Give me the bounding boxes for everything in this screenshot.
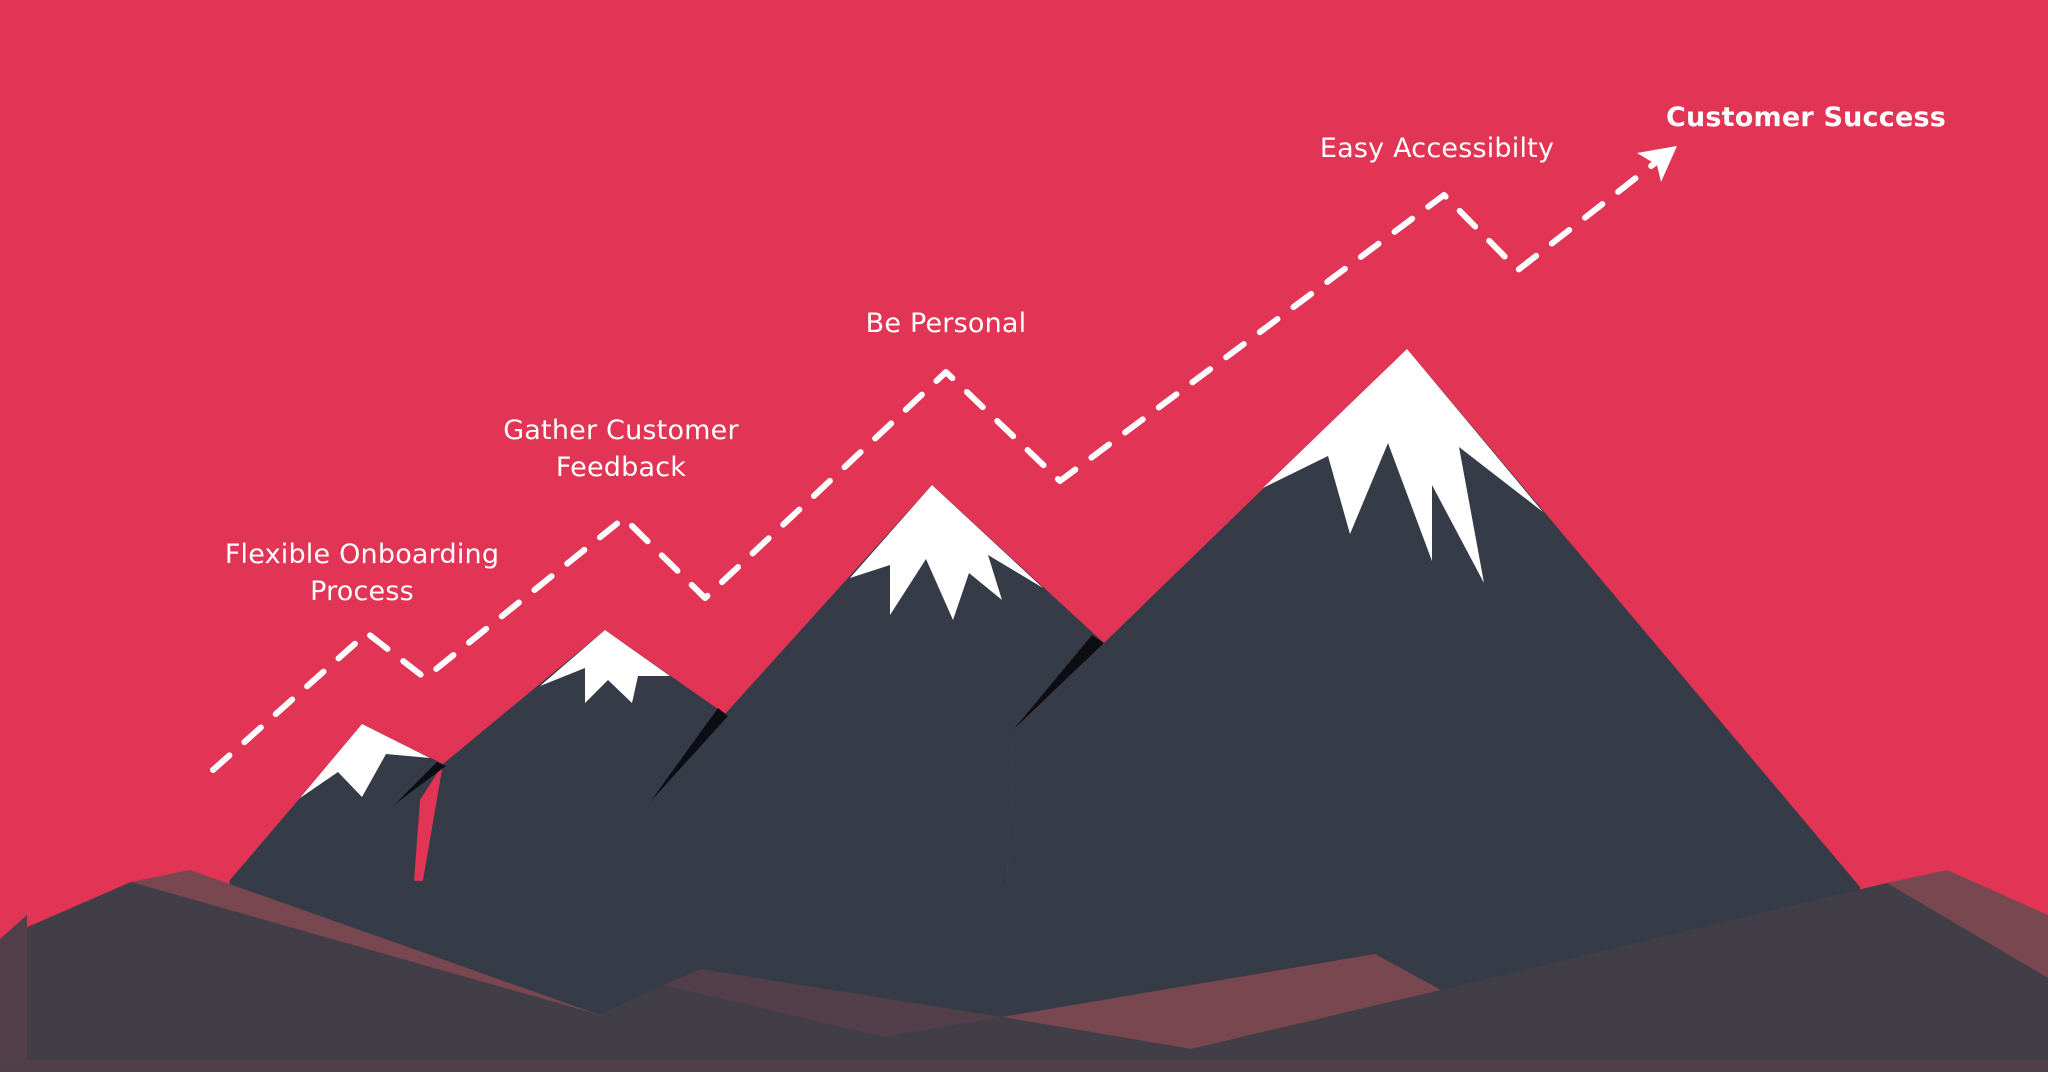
snow-cap: [540, 630, 670, 703]
milestone-label-line2: Process: [310, 576, 414, 607]
crevice: [650, 708, 728, 802]
milestone-label-line1: Customer Success: [1665, 102, 1947, 133]
snow-cap: [300, 724, 430, 798]
milestone-easy-accessibility: Easy Accessibilty: [1320, 130, 1554, 167]
snow-cap: [850, 485, 1043, 620]
milestone-be-personal: Be Personal: [866, 305, 1027, 342]
crevice: [395, 762, 446, 804]
milestone-flexible-onboarding: Flexible Onboarding Process: [225, 536, 499, 610]
milestone-label-line1: Gather Customer: [503, 415, 739, 446]
milestone-gather-feedback: Gather Customer Feedback: [503, 412, 739, 486]
milestone-customer-success: Customer Success: [1666, 99, 1946, 136]
foreground-hills: [0, 870, 2048, 1072]
milestone-label-line2: Feedback: [555, 452, 687, 483]
crevice: [1013, 635, 1104, 730]
journey-path: [210, 160, 1658, 773]
arrowhead-icon: [1637, 146, 1677, 182]
milestone-label-line1: Flexible Onboarding: [224, 539, 500, 570]
milestone-label-line1: Be Personal: [865, 308, 1027, 339]
ground-band: [0, 1060, 2048, 1072]
snow-cap: [1263, 349, 1543, 583]
milestone-label-line1: Easy Accessibilty: [1319, 133, 1555, 164]
